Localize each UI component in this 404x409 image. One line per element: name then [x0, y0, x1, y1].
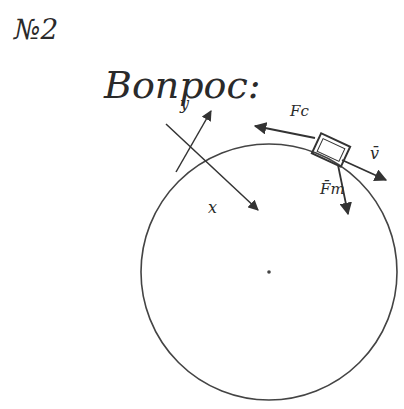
force-label: F̄т [320, 182, 345, 197]
axis-label: y [180, 96, 189, 112]
friction-arrow [255, 126, 315, 138]
force-label: Fc [290, 104, 309, 119]
center-dot [267, 270, 271, 274]
x-axis [166, 124, 258, 210]
y-axis [176, 111, 211, 172]
problem-number: №2 [14, 16, 58, 44]
velocity-label: v̄ [370, 146, 379, 162]
velocity-arrow [342, 160, 386, 180]
axis-label: x [208, 200, 217, 216]
planet-circle [141, 144, 397, 400]
